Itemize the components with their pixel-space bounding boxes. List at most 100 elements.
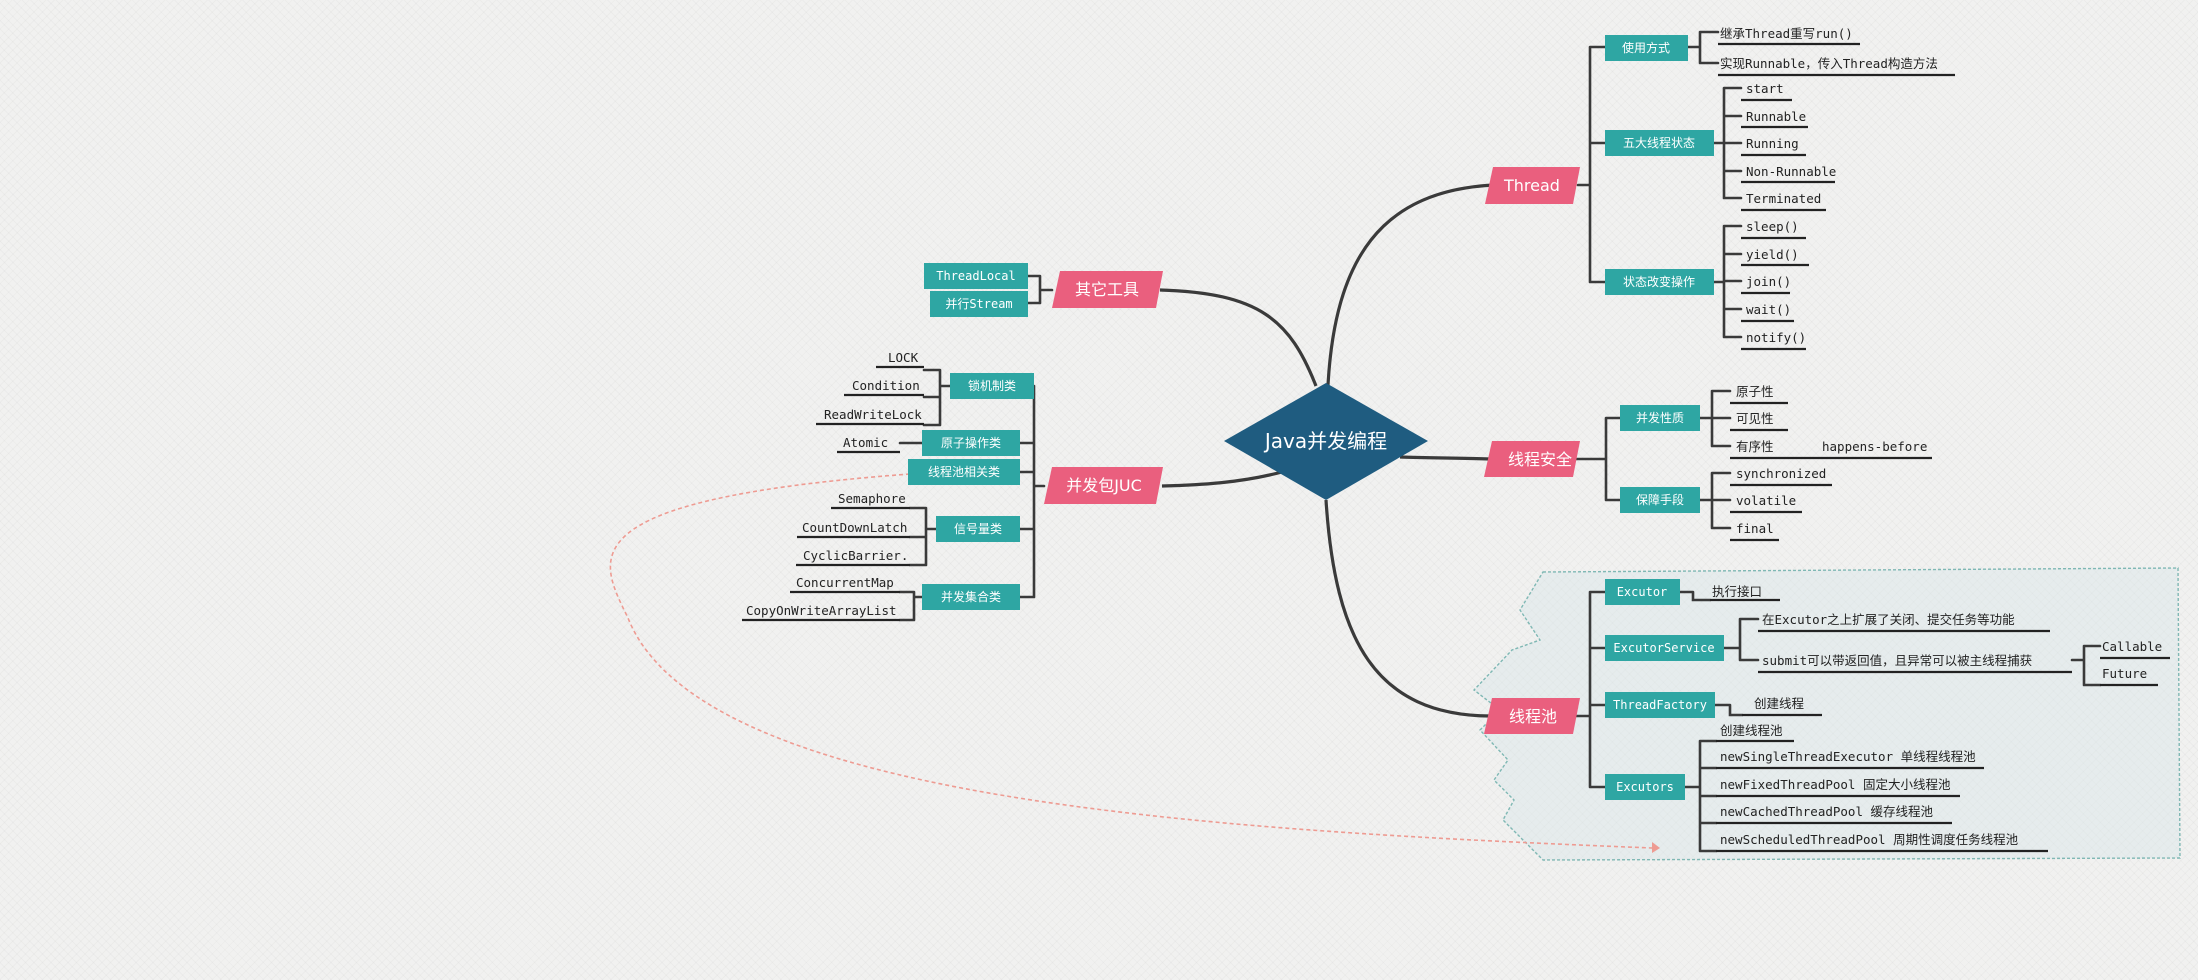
relationship-arrowhead [1652,842,1660,853]
subtopic-service-label: ExcutorService [1613,641,1714,655]
topic-thread[interactable] [1485,167,1580,204]
leaf-state-0: start [1746,81,1784,96]
subtopic-atomic[interactable] [922,430,1020,456]
leaf-state-4: Terminated [1746,191,1821,206]
leaf-collection-0: ConcurrentMap [796,575,894,590]
edge-sync-items [908,506,938,567]
subtopic-props-label: 并发性质 [1636,410,1684,425]
leaf-means-0: synchronized [1736,466,1826,481]
leaf-service-0: 在Excutor之上扩展了关闭、提交任务等功能 [1762,612,2015,627]
leaf-submit-1: Future [2102,666,2147,681]
subtopic-collections[interactable] [922,584,1020,610]
edge-safety-children [1570,416,1622,502]
edge-root-safety [1399,455,1491,461]
subtopic-sync[interactable] [936,516,1020,542]
edge-executor-items [1678,590,1712,602]
juc-leaf-underlines [742,365,924,622]
edge-factory-items [1713,703,1744,717]
topic-pool-label: 线程池 [1509,707,1557,726]
subtopic-threadlocal[interactable] [924,263,1028,289]
leaf-collection-1: CopyOnWriteArrayList [746,603,897,618]
subtopic-locks-label: 锁机制类 [968,378,1016,393]
leaf-factory-0: 创建线程 [1754,696,1805,711]
subtopic-collections-label: 并发集合类 [941,589,1001,604]
leaf-submit-0: Callable [2102,639,2162,654]
pool-leaf-underlines [1710,598,2170,853]
leaf-state-2: Running [1746,136,1799,151]
leaf-executors-0: 创建线程池 [1720,723,1783,738]
subtopic-executor[interactable] [1605,579,1680,605]
subtopic-parallel-stream[interactable] [930,291,1028,317]
subtopic-executors-label: Excutors [1616,780,1674,794]
edge-states-items [1712,86,1743,200]
leaf-means-1: volatile [1736,493,1796,508]
subtopic-factory-label: ThreadFactory [1613,698,1707,712]
leaf-prop-note: happens-before [1822,439,1927,454]
subtopic-ops-label: 状态改变操作 [1623,274,1695,289]
subtopic-usage[interactable] [1605,35,1688,61]
leaf-sync-1: CountDownLatch [802,520,907,535]
leaf-state-3: Non-Runnable [1746,164,1836,179]
topic-safety[interactable] [1484,441,1580,477]
leaf-executors-1: newSingleThreadExecutor 单线程线程池 [1720,749,1976,764]
subtopic-states-label: 五大线程状态 [1623,135,1695,150]
leaf-lock-0: LOCK [888,350,919,365]
subtopic-factory[interactable] [1605,692,1715,718]
leaf-means-2: final [1736,521,1774,536]
leaf-prop-0: 原子性 [1736,384,1774,399]
edge-usage-items [1686,30,1720,65]
safety-leaf-underlines [1730,401,1932,542]
edge-root-pool [1324,499,1491,718]
leaf-prop-1: 可见性 [1736,411,1774,426]
edge-root-thread [1326,183,1496,386]
edge-root-tools [1159,288,1318,387]
leaf-op-0: sleep() [1746,219,1799,234]
subtopic-means[interactable] [1620,487,1700,513]
leaf-op-3: wait() [1746,302,1791,317]
leaf-lock-2: ReadWriteLock [824,407,922,422]
subtopic-pool-rel[interactable] [908,459,1020,485]
topic-thread-label: Thread [1503,176,1560,195]
topic-pool[interactable] [1484,698,1580,734]
leaf-executors-3: newCachedThreadPool 缓存线程池 [1720,804,1934,819]
leaf-executors-4: newScheduledThreadPool 周期性调度任务线程池 [1720,832,2019,847]
subtopic-executors[interactable] [1605,774,1685,800]
root-node[interactable] [1224,383,1428,500]
subtopic-executor-label: Excutor [1617,585,1668,599]
topic-tools[interactable] [1052,271,1163,308]
edge-locks-items [922,368,952,427]
leaf-executor-0: 执行接口 [1712,584,1762,599]
subtopic-service[interactable] [1605,635,1724,661]
topic-juc-label: 并发包JUC [1066,476,1142,495]
subtopic-props[interactable] [1620,405,1700,431]
subtopic-threadlocal-label: ThreadLocal [936,269,1015,283]
edge-root-juc [1161,470,1283,488]
leaf-sync-2: CyclicBarrier. [803,548,908,563]
subtopic-ops[interactable] [1605,269,1714,295]
leaf-executors-2: newFixedThreadPool 固定大小线程池 [1720,777,1951,792]
edge-ops-items [1712,224,1743,339]
subtopic-usage-label: 使用方式 [1622,40,1670,55]
leaf-lock-1: Condition [852,378,920,393]
subtopic-means-label: 保障手段 [1636,492,1684,507]
root-label: Java并发编程 [1263,429,1387,453]
subtopic-sync-label: 信号量类 [954,522,1002,536]
leaf-op-2: join() [1746,274,1791,289]
edge-thread-usage [1576,45,1607,284]
leaf-op-1: yield() [1746,247,1799,262]
leaf-sync-0: Semaphore [838,491,906,506]
subtopic-states[interactable] [1605,130,1714,156]
subtopic-locks[interactable] [950,373,1034,399]
topic-tools-label: 其它工具 [1075,280,1139,299]
leaf-state-1: Runnable [1746,109,1806,124]
leaf-atomic-0: Atomic [843,435,888,450]
thread-leaf-underlines [1718,42,1955,351]
leaf-prop-2: 有序性 [1736,439,1774,454]
edge-tools-children [1026,274,1054,305]
topic-juc[interactable] [1044,467,1163,504]
subtopic-pool-rel-label: 线程池相关类 [928,464,1000,479]
leaf-service-1: submit可以带返回值，且异常可以被主线程捕获 [1762,653,2032,668]
leaf-usage-1: 实现Runnable，传入Thread构造方法 [1720,56,1938,71]
leaf-usage-0: 继承Thread重写run() [1720,26,1853,41]
